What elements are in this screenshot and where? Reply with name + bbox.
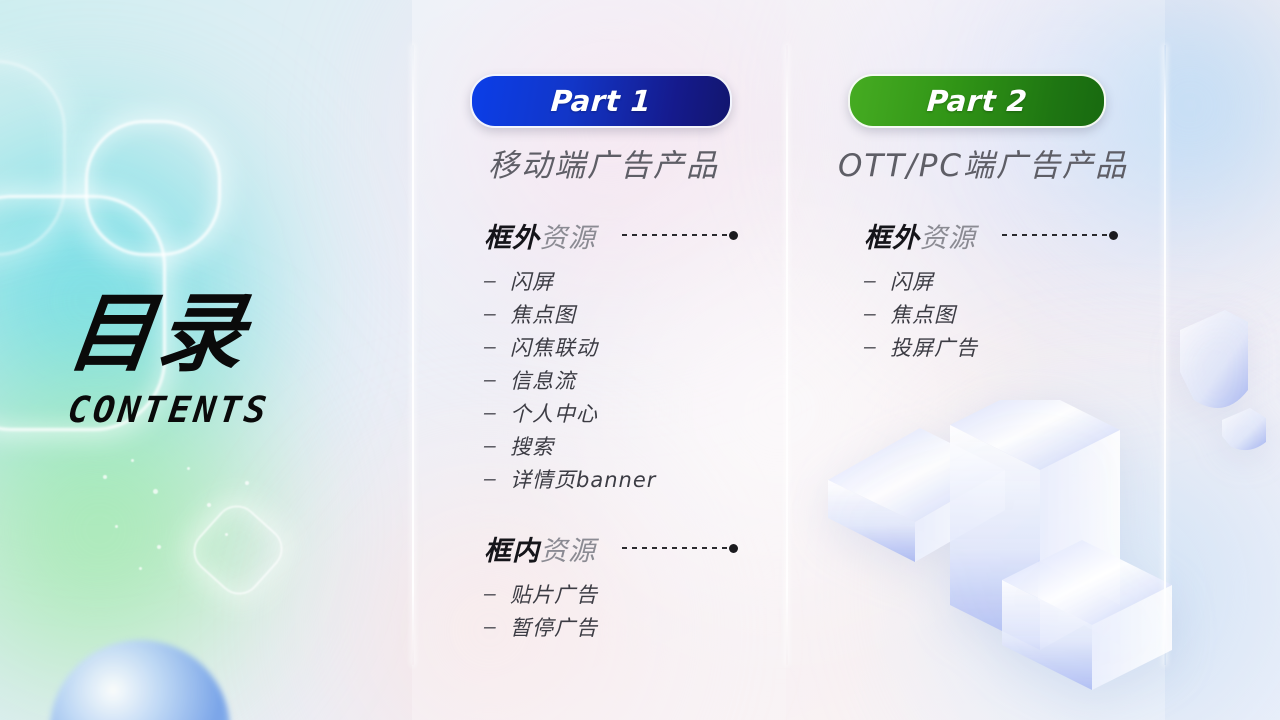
bullet-dash-icon: –: [484, 335, 496, 358]
list-item[interactable]: –闪屏: [484, 264, 738, 297]
badge-part-1[interactable]: Part 1: [470, 74, 732, 128]
bullet-dash-icon: –: [484, 467, 496, 490]
group-item-list: –贴片广告 –暂停广告: [484, 577, 738, 643]
bullet-dash-icon: –: [484, 434, 496, 457]
list-item-label: 焦点图: [890, 302, 956, 327]
bullet-dash-icon: –: [864, 335, 876, 358]
sparkle-dots-decoration: [95, 455, 295, 585]
list-item[interactable]: –详情页banner: [484, 462, 738, 495]
bullet-dash-icon: –: [484, 401, 496, 424]
list-item-label: 详情页banner: [510, 467, 657, 492]
dashed-connector-line: [1002, 234, 1110, 236]
list-item-label: 投屏广告: [890, 335, 978, 360]
panel-divider: [786, 45, 788, 665]
subtitle-part-1: 移动端广告产品: [488, 148, 719, 184]
badge-part-2[interactable]: Part 2: [848, 74, 1106, 128]
group-part2-outside: 框外 资源 –闪屏 –焦点图 –投屏广告: [864, 218, 1118, 363]
bullet-dash-icon: –: [484, 582, 496, 605]
list-item[interactable]: –闪焦联动: [484, 330, 738, 363]
panel-divider: [412, 45, 414, 665]
group-heading: 框外 资源: [484, 218, 738, 254]
bullet-dash-icon: –: [484, 269, 496, 292]
connector-dot-icon: [729, 230, 738, 240]
group-heading-strong: 框外: [484, 222, 540, 254]
glass-blocks-decoration: [820, 385, 1180, 720]
list-item[interactable]: –焦点图: [484, 297, 738, 330]
list-item[interactable]: –暂停广告: [484, 610, 738, 643]
list-item[interactable]: –贴片广告: [484, 577, 738, 610]
badge-part-1-label: Part 1: [549, 84, 653, 118]
group-heading-strong: 框内: [484, 535, 540, 567]
page-title-en: CONTENTS: [65, 390, 272, 431]
list-item-label: 闪屏: [510, 269, 554, 294]
list-item[interactable]: –信息流: [484, 363, 738, 396]
group-heading: 框外 资源: [864, 218, 1118, 254]
bullet-dash-icon: –: [484, 302, 496, 325]
list-item[interactable]: –搜索: [484, 429, 738, 462]
connector-dot-icon: [729, 543, 738, 553]
list-item-label: 暂停广告: [510, 615, 598, 640]
glass-shard-decoration: [1170, 300, 1280, 480]
group-part1-outside: 框外 资源 –闪屏 –焦点图 –闪焦联动 –信息流 –个人中心 –搜索 –详情页…: [484, 218, 738, 495]
page-title-cn: 目录: [61, 284, 255, 384]
list-item[interactable]: –焦点图: [864, 297, 1118, 330]
list-item-label: 焦点图: [510, 302, 576, 327]
dashed-connector-line: [622, 234, 730, 236]
group-heading-light: 资源: [540, 222, 596, 254]
group-item-list: –闪屏 –焦点图 –闪焦联动 –信息流 –个人中心 –搜索 –详情页banner: [484, 264, 738, 495]
rounded-square-outline-icon: [0, 195, 166, 431]
list-item[interactable]: –投屏广告: [864, 330, 1118, 363]
list-item-label: 信息流: [510, 368, 576, 393]
badge-part-2-label: Part 2: [925, 84, 1029, 118]
list-item-label: 闪焦联动: [510, 335, 598, 360]
panel-divider: [1164, 45, 1166, 665]
group-heading-light: 资源: [920, 222, 976, 254]
group-heading-strong: 框外: [864, 222, 920, 254]
group-item-list: –闪屏 –焦点图 –投屏广告: [864, 264, 1118, 363]
bullet-dash-icon: –: [864, 302, 876, 325]
bullet-dash-icon: –: [864, 269, 876, 292]
subtitle-part-2: OTT/PC端广告产品: [838, 148, 1129, 184]
connector-dot-icon: [1109, 230, 1118, 240]
group-heading: 框内 资源: [484, 531, 738, 567]
bullet-dash-icon: –: [484, 615, 496, 638]
dashed-connector-line: [622, 547, 730, 549]
list-item-label: 贴片广告: [510, 582, 598, 607]
bullet-dash-icon: –: [484, 368, 496, 391]
group-part1-inside: 框内 资源 –贴片广告 –暂停广告: [484, 531, 738, 643]
group-heading-light: 资源: [540, 535, 596, 567]
list-item-label: 搜索: [510, 434, 554, 459]
list-item[interactable]: –个人中心: [484, 396, 738, 429]
list-item-label: 个人中心: [510, 401, 598, 426]
list-item-label: 闪屏: [890, 269, 934, 294]
page-title: 目录 CONTENTS: [62, 284, 272, 431]
list-item[interactable]: –闪屏: [864, 264, 1118, 297]
